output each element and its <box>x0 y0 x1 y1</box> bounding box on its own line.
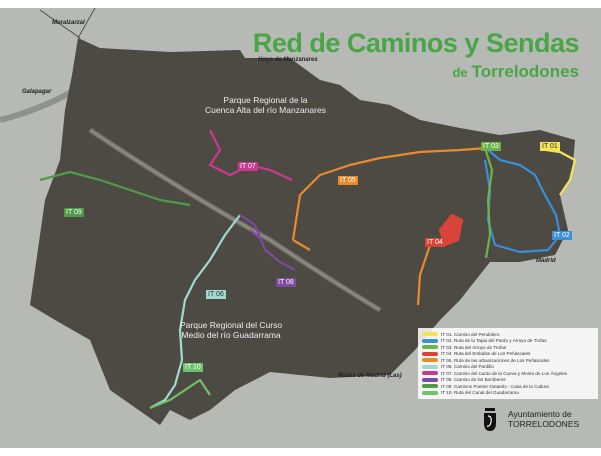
legend-code: IT 10 <box>441 390 452 396</box>
town-logo: Ayuntamiento de TORRELODONES <box>482 406 579 432</box>
municipality-area <box>30 38 575 425</box>
legend-swatch <box>422 351 438 356</box>
route-tag: IT 05 <box>338 176 358 185</box>
legend-name: Ruta de la Tapia del Pardo y Arroyo de T… <box>453 338 547 344</box>
legend-swatch <box>422 390 438 395</box>
subtitle-prefix: de <box>452 65 468 80</box>
legend-swatch <box>422 345 438 350</box>
legend-name: Ruta de las urbanizaciones de Los Peñasc… <box>453 357 550 363</box>
place-madrid: Madrid <box>536 258 556 264</box>
road <box>39 7 96 39</box>
legend-item: IT 10. Ruta del Canal del Guadarrama <box>422 390 594 397</box>
legend-item: IT 01. Camino del Pendolero <box>422 331 594 338</box>
trail-it07 <box>208 129 293 182</box>
legend-code: IT 01 <box>441 331 452 337</box>
place-galapagar: Galapagar <box>22 89 52 95</box>
park-label-line: Medio del río Guadarrama <box>181 330 281 340</box>
trail-it09 <box>39 170 191 207</box>
route-tag: IT 08 <box>276 278 296 287</box>
legend-swatch <box>422 332 438 337</box>
legend-code: IT 03 <box>441 344 452 350</box>
legend-name: Camino del Canto de la Cueva y Monte de … <box>453 370 568 376</box>
legend-name: Ruta del Embalse de Los Peñascales <box>453 351 531 357</box>
route-tag: IT 03 <box>481 142 501 151</box>
route-tag: IT 10 <box>183 363 203 372</box>
legend-name: Caminos Puente Outarelo - Casa de la Cul… <box>453 383 549 389</box>
place-rozas: Rozas de Madrid (Las) <box>338 373 402 379</box>
trail-it08 <box>239 214 296 271</box>
legend-name: Camino del Pendolero <box>453 331 500 337</box>
legend-code: IT 05 <box>441 357 452 363</box>
legend-swatch <box>422 377 438 382</box>
legend-code: IT 04 <box>441 351 452 357</box>
logo-line2: TORRELODONES <box>508 419 580 429</box>
route-tag: IT 07 <box>238 162 258 171</box>
trail-it01 <box>545 148 577 196</box>
subtitle-town: Torrelodones <box>471 62 579 81</box>
legend-name: Ruta del Canal del Guadarrama <box>453 390 519 396</box>
legend-item: IT 04. Ruta del Embalse de Los Peñascale… <box>422 351 594 358</box>
legend-item: IT 06. Camino del Pardillo <box>422 364 594 371</box>
park-label-line: Parque Regional de la <box>223 95 308 105</box>
route-tag: IT 09 <box>64 208 84 217</box>
route-tag: IT 02 <box>552 231 572 240</box>
trail-it05 <box>291 146 488 306</box>
legend-code: IT 08 <box>441 377 452 383</box>
legend-name: Camino de los Bomberos <box>453 377 506 383</box>
legend-item: IT 05. Ruta de las urbanizaciones de Los… <box>422 357 594 364</box>
legend-name: Camino del Pardillo <box>453 364 494 370</box>
route-tag: IT 06 <box>206 290 226 299</box>
legend-swatch <box>422 358 438 363</box>
place-moralzarzal: Moralzarzal <box>52 20 85 26</box>
route-tag: IT 01 <box>540 142 560 151</box>
coat-of-arms-icon <box>484 408 496 431</box>
logo-line1: Ayuntamiento de <box>508 409 572 419</box>
park-manzanares-label: Parque Regional de la Cuenca Alta del rí… <box>205 95 326 115</box>
legend-swatch <box>422 384 438 389</box>
legend-code: IT 06 <box>441 364 452 370</box>
trail-it06 <box>149 214 241 409</box>
legend-item: IT 03. Ruta del Arroyo de Trofas <box>422 344 594 351</box>
map-title: Red de Caminos y Sendas <box>252 28 580 58</box>
legend-name: Ruta del Arroyo de Trofas <box>453 344 507 350</box>
park-label-line: Cuenca Alta del río Manzanares <box>205 105 326 115</box>
legend-swatch <box>422 371 438 376</box>
legend-swatch <box>422 364 438 369</box>
park-guadarrama-label: Parque Regional del Curso Medio del río … <box>180 320 282 340</box>
legend-item: IT 08. Camino de los Bomberos <box>422 377 594 384</box>
legend-swatch <box>422 338 438 343</box>
trail-it03 <box>483 147 494 259</box>
place-hoyo: Hoyo de Manzanares <box>258 57 318 63</box>
park-label-line: Parque Regional del Curso <box>180 320 283 330</box>
legend-code: IT 07 <box>441 370 452 376</box>
route-tag: IT 04 <box>425 238 445 247</box>
legend-item: IT 09. Caminos Puente Outarelo - Casa de… <box>422 383 594 390</box>
trail-it10 <box>149 378 211 410</box>
legend-code: IT 02 <box>441 338 452 344</box>
legend-item: IT 02. Ruta de la Tapia del Pardo y Arro… <box>422 338 594 345</box>
legend-code: IT 09 <box>441 383 452 389</box>
legend-item: IT 07. Camino del Canto de la Cueva y Mo… <box>422 370 594 377</box>
